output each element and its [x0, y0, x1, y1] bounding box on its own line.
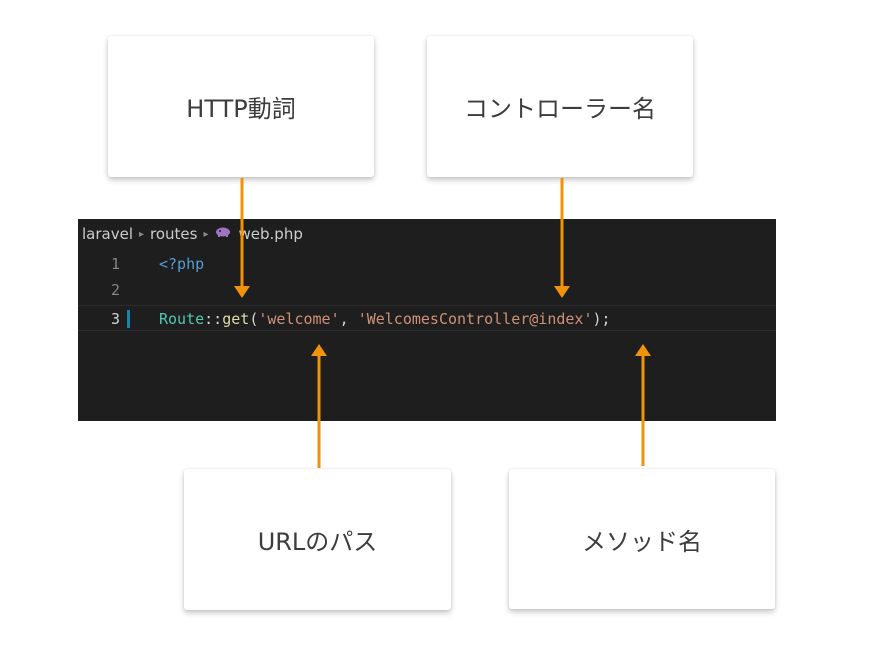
line-number: 2 [110, 281, 120, 299]
line-number: 1 [110, 255, 120, 273]
callout-url-path-label: URLのパス [257, 528, 378, 556]
token-comma: , [339, 310, 358, 328]
token-function: get [222, 310, 250, 328]
line-number: 3 [110, 310, 120, 328]
arrow-url-path [311, 344, 327, 468]
callout-method-name: メソッド名 [509, 469, 775, 609]
token-action-string: 'WelcomesController@index' [357, 310, 593, 328]
code-line-3[interactable]: 3 Route::get('welcome', 'WelcomesControl… [78, 305, 776, 331]
token-close: ); [592, 310, 611, 328]
breadcrumb-separator-icon: ▸ [139, 228, 145, 240]
callout-method-name-label: メソッド名 [582, 527, 702, 556]
code-editor: laravel ▸ routes ▸ web.php 1 <?php 2 3 R… [78, 219, 776, 421]
breadcrumb-separator-icon: ▸ [203, 228, 209, 240]
callout-http-verb: HTTP動詞 [108, 36, 374, 177]
callout-controller-name-label: コントローラー名 [464, 95, 656, 123]
callout-http-verb-label: HTTP動詞 [186, 95, 296, 123]
code-text: Route::get('welcome', 'WelcomesControlle… [159, 306, 611, 332]
callout-controller-name: コントローラー名 [427, 36, 693, 177]
php-elephant-icon [215, 226, 231, 242]
breadcrumb-item-routes[interactable]: routes [150, 225, 198, 243]
token-scope: :: [204, 310, 223, 328]
breadcrumb-item-file[interactable]: web.php [238, 225, 303, 243]
token-url-string: 'welcome' [258, 310, 340, 328]
callout-url-path: URLのパス [184, 469, 451, 610]
token-open-paren: ( [249, 310, 259, 328]
token-class: Route [159, 310, 205, 328]
arrow-method-name [635, 344, 651, 466]
breadcrumb: laravel ▸ routes ▸ web.php [82, 223, 303, 245]
code-line-1[interactable]: 1 <?php [78, 251, 776, 277]
arrow-controller-name [554, 178, 570, 298]
breadcrumb-item-laravel[interactable]: laravel [82, 225, 133, 243]
code-line-2[interactable]: 2 [78, 277, 776, 303]
code-text: <?php [159, 255, 205, 273]
git-modified-marker [127, 310, 130, 328]
arrow-http-verb [234, 178, 250, 298]
